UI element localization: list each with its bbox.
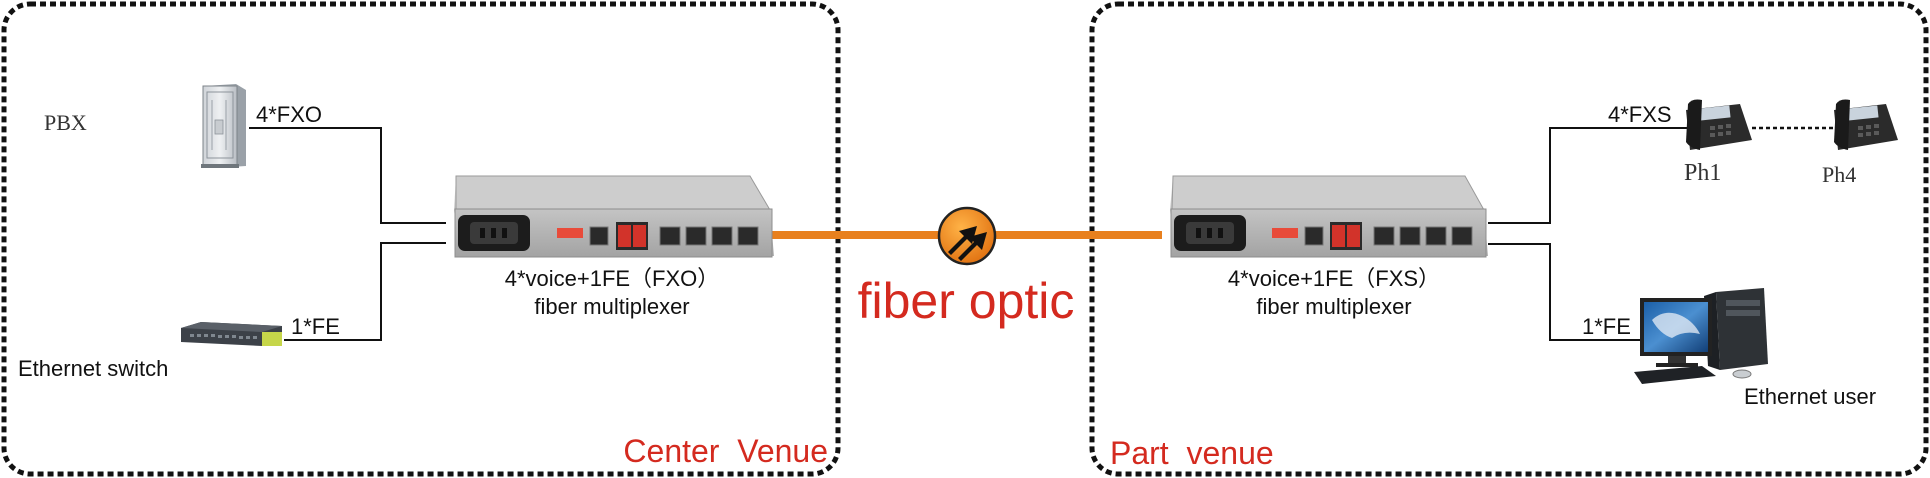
fe-link-left-label: 1*FE [291, 314, 340, 339]
fiber-optic-label: fiber optic [858, 273, 1075, 329]
right-fiber-multiplexer-icon [1170, 175, 1488, 258]
ethernet-switch-icon [181, 322, 282, 346]
ethernet-user-label: Ethernet user [1744, 384, 1876, 409]
phone1-label: Ph1 [1684, 160, 1721, 186]
desktop-computer-icon [1634, 288, 1768, 384]
pbx-label: PBX [44, 110, 87, 135]
fiber-connector-icon [937, 206, 997, 266]
phone4-label: Ph4 [1822, 162, 1856, 187]
right-device-label-line2: fiber multiplexer [1256, 294, 1411, 319]
right-device-label-line1: 4*voice+1FE（FXS） [1228, 266, 1440, 291]
ip-phone-icon [1686, 99, 1752, 150]
left-device-label-line1: 4*voice+1FE（FXO） [505, 266, 720, 291]
fe-link-right [1488, 243, 1640, 341]
ip-phone-icon [1834, 99, 1898, 150]
ethernet-switch-label: Ethernet switch [18, 356, 168, 381]
fe-link-right-label: 1*FE [1582, 314, 1631, 339]
left-device-label-line2: fiber multiplexer [534, 294, 689, 319]
fxs-link [1488, 127, 1690, 224]
fxs-link-label: 4*FXS [1608, 102, 1672, 127]
part-venue-label: Part venue [1110, 435, 1274, 471]
fxo-link-label: 4*FXO [256, 102, 322, 127]
center-venue-label: Center Venue [623, 433, 828, 469]
pbx-cabinet-icon [201, 84, 246, 168]
fe-link-left [284, 242, 446, 341]
fxo-link [249, 127, 446, 224]
left-fiber-multiplexer-icon [454, 175, 774, 258]
